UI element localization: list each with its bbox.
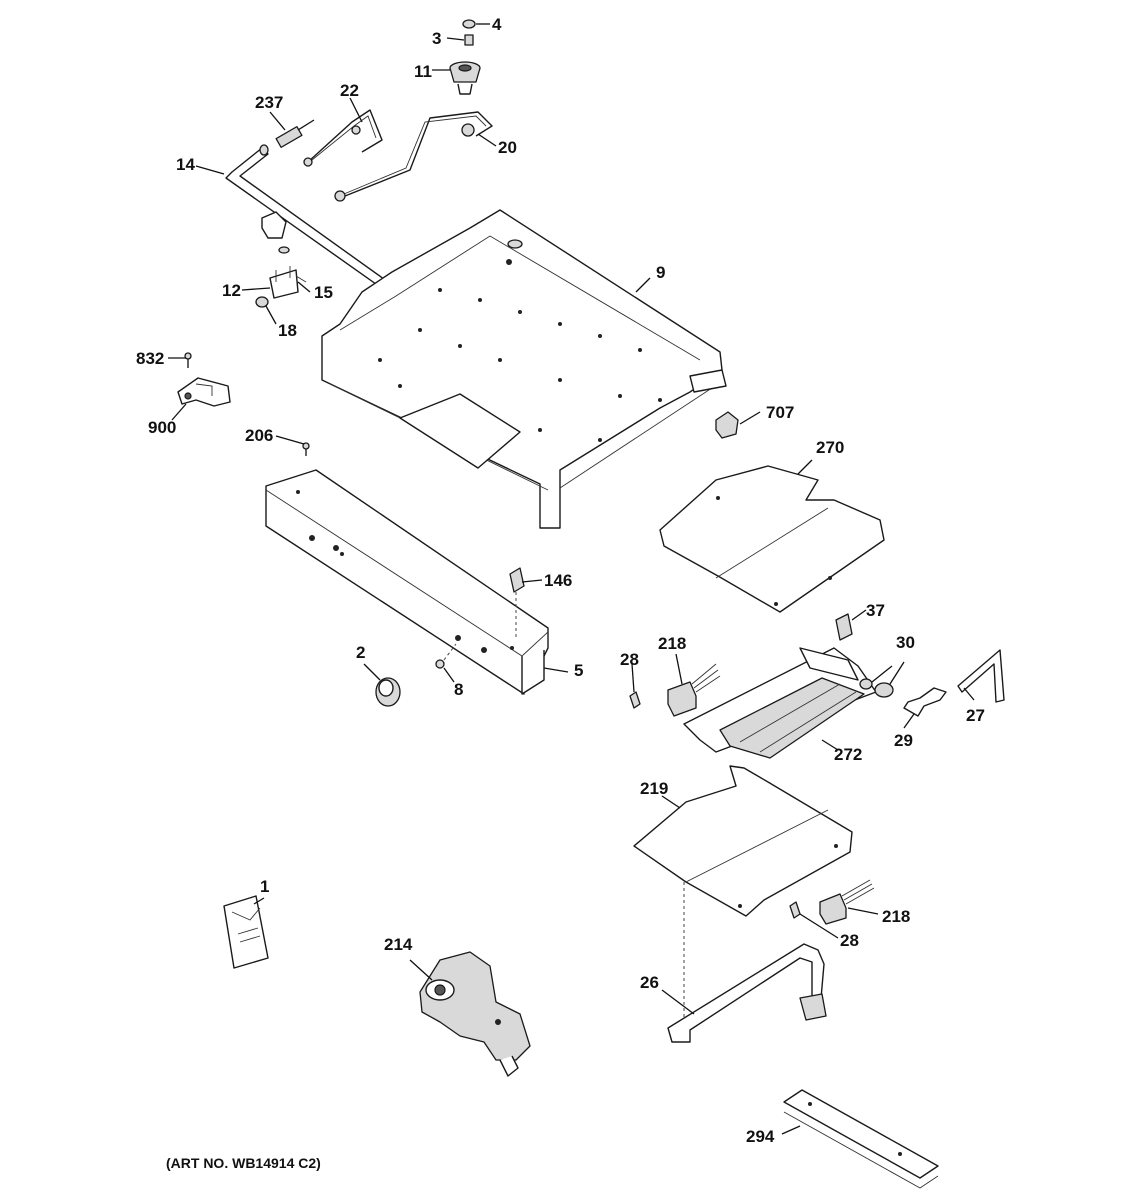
gas-tube-part-27	[957, 649, 1005, 703]
manifold-pipe-part-14	[225, 144, 431, 319]
callout-26: 26	[640, 973, 659, 992]
clip-part-15	[295, 275, 307, 283]
screw-part-3	[464, 34, 474, 46]
callout-219: 219	[640, 779, 668, 798]
callout-14: 14	[176, 155, 195, 174]
callout-9: 9	[656, 263, 665, 282]
callout-4: 4	[492, 15, 502, 34]
callout-30: 30	[896, 633, 915, 652]
callout-214: 214	[384, 935, 413, 954]
callout-27: 27	[966, 706, 985, 725]
gas-tube-part-22	[303, 109, 383, 167]
callout-37: 37	[866, 601, 885, 620]
screw-part-832	[184, 352, 192, 368]
art-number: (ART NO. WB14914 C2)	[166, 1155, 321, 1171]
fitting-part-237	[275, 119, 315, 148]
nut-part-4	[462, 19, 476, 29]
callout-1: 1	[260, 877, 269, 896]
callout-12: 12	[222, 281, 241, 300]
knob-part-2	[375, 677, 401, 707]
channel-part-294	[783, 1089, 939, 1189]
heat-shield-part-219	[633, 765, 853, 1040]
nut-part-18	[255, 296, 269, 308]
regulator-part-214	[419, 951, 531, 1077]
leader-lines	[168, 23, 975, 1135]
callout-218-lower: 218	[882, 907, 910, 926]
callout-2: 2	[356, 643, 365, 662]
callout-146: 146	[544, 571, 572, 590]
callout-11: 11	[414, 62, 432, 81]
literature-part-1	[223, 895, 269, 969]
burner-cap-part-11	[449, 61, 481, 95]
callout-3: 3	[432, 29, 441, 48]
callout-270: 270	[816, 438, 844, 457]
callout-20: 20	[498, 138, 517, 157]
callout-15: 15	[314, 283, 333, 302]
callout-28-lower: 28	[840, 931, 859, 950]
callout-707: 707	[766, 403, 794, 422]
clip-part-146	[509, 567, 525, 640]
callout-237: 237	[255, 93, 283, 112]
igniter-part-218-lower	[819, 879, 875, 925]
broil-burner-part-272	[683, 647, 877, 759]
callout-206: 206	[245, 426, 273, 445]
elbow-part-29	[903, 687, 947, 717]
fitting-part-30	[859, 678, 894, 698]
bracket-part-900	[177, 377, 231, 407]
callout-900: 900	[148, 418, 176, 437]
callout-18: 18	[278, 321, 297, 340]
valve-bracket-part-12	[269, 266, 299, 299]
clip-part-28-lower	[789, 901, 801, 919]
grommet-part-707	[715, 411, 739, 439]
bracket-part-37	[835, 613, 853, 641]
bake-burner-part-26	[667, 943, 827, 1043]
callout-28-upper: 28	[620, 650, 639, 669]
heat-shield-part-270	[659, 465, 885, 613]
screw-part-8	[435, 643, 457, 669]
callout-8: 8	[454, 680, 463, 699]
manifold-panel-part-5	[265, 469, 549, 695]
screw-part-206	[302, 442, 310, 456]
callout-218-upper: 218	[658, 634, 686, 653]
callout-294: 294	[746, 1127, 775, 1146]
callout-832: 832	[136, 349, 164, 368]
callout-labels: 3 4 11 237 22 20 14 9 12 15 18 832 900 7…	[136, 15, 985, 1146]
gas-tube-part-20	[334, 111, 493, 202]
callout-272: 272	[834, 745, 862, 764]
callout-5: 5	[574, 661, 583, 680]
clip-part-28-upper	[629, 691, 641, 709]
igniter-part-218-upper	[667, 663, 721, 717]
callout-22: 22	[340, 81, 359, 100]
callout-29: 29	[894, 731, 913, 750]
burner-box-part-9	[321, 209, 727, 529]
